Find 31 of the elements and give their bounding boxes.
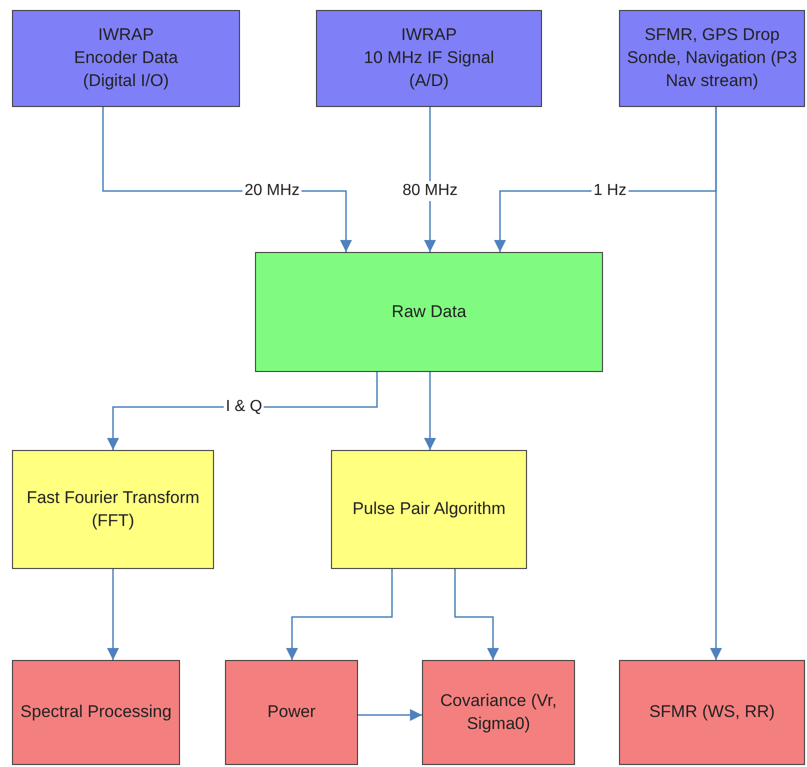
edge-label: I & Q (224, 397, 264, 417)
process-box (225, 660, 358, 765)
box-text: SFMR, GPS Drop Sonde, Navigation (P3 Nav stream) (626, 24, 798, 92)
edge-label: 80 MHz (400, 181, 460, 201)
process-box (12, 660, 180, 765)
process-box (12, 10, 240, 107)
box-text: Encoder Data (Digital I/O) (73, 47, 179, 92)
arrow (107, 569, 119, 660)
box-text: Spectral Processing (20, 701, 172, 724)
box-text: IWRAP (401, 24, 457, 46)
process-box (331, 450, 527, 569)
process-box (12, 450, 214, 569)
arrow (710, 107, 722, 660)
box-text: SFMR (WS, RR) (649, 701, 775, 724)
box-text: Fast Fourier Transform (FFT) (26, 486, 200, 532)
box-text: Pulse Pair Algorithm (352, 498, 506, 520)
process-box (316, 10, 542, 107)
process-box (255, 252, 603, 372)
box-text: Raw Data (392, 300, 466, 323)
arrow (424, 372, 436, 450)
arrow (107, 372, 378, 450)
arrow (454, 569, 499, 660)
box-text: Covariance (Vr, Sigma0) (439, 690, 558, 734)
process-box (619, 660, 805, 765)
box-text: Power (267, 701, 316, 724)
box-text: 10 MHz IF Signal (A/D) (362, 47, 496, 92)
process-box (422, 660, 575, 765)
box-text: IWRAP (98, 24, 154, 46)
process-box (619, 10, 805, 107)
arrow (358, 709, 422, 721)
arrow (286, 569, 393, 660)
